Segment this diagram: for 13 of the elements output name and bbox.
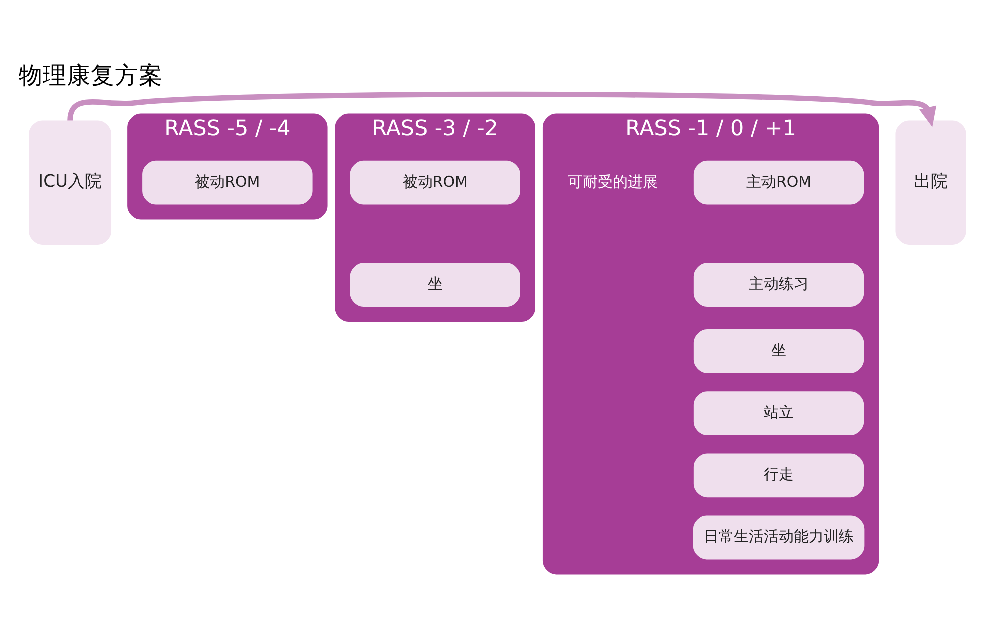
node-box: 被动ROM: [350, 160, 520, 204]
node-label: 可耐受的进展: [568, 172, 658, 190]
node-box: 出院: [896, 120, 966, 244]
node-box: 主动ROM: [694, 160, 864, 204]
node-box: 站立: [694, 391, 864, 436]
node-box: 日常生活活动能力训练: [693, 515, 865, 560]
node-box: ICU入院: [29, 120, 112, 244]
node-box: 被动ROM: [142, 160, 313, 204]
diagram-title: 物理康复方案: [19, 60, 164, 89]
node-box: 行走: [694, 453, 864, 498]
node-box: 主动练习: [694, 262, 864, 307]
node-box: 坐: [694, 329, 864, 373]
node-box: 坐: [350, 262, 520, 307]
